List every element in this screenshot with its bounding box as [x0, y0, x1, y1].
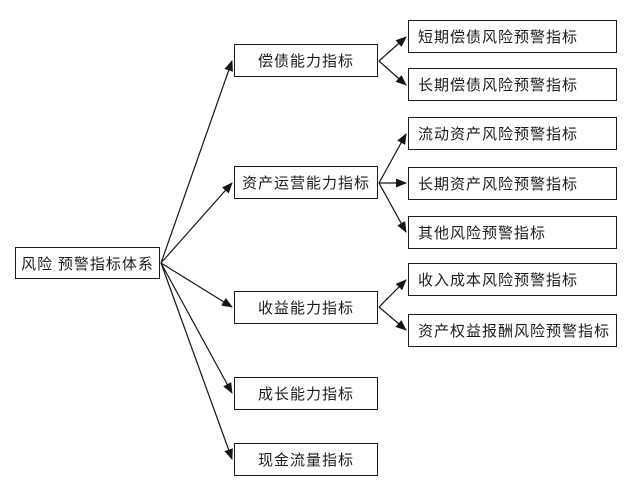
edge-root-cashflow: [160, 262, 233, 460]
node-long-term-solvency-warning: 长期偿债风险预警指标: [408, 68, 617, 101]
node-other-risk-warning: 其他风险预警指标: [408, 216, 617, 249]
edge-asset-other: [378, 182, 407, 233]
edge-profit-income: [378, 279, 407, 308]
node-income-cost-warning: 收入成本风险预警指标: [408, 263, 617, 296]
edge-root-growth: [160, 262, 233, 394]
edge-asset-current: [378, 133, 407, 184]
node-short-term-solvency-warning: 短期偿债风险预警指标: [408, 20, 617, 53]
node-profit-capability: 收益能力指标: [234, 291, 378, 324]
node-current-asset-warning: 流动资产风险预警指标: [408, 117, 617, 150]
edge-solvency-short: [378, 36, 407, 62]
node-long-term-asset-warning: 长期资产风险预警指标: [408, 167, 617, 200]
node-solvency-capability: 偿债能力指标: [234, 44, 378, 77]
node-cash-flow: 现金流量指标: [234, 443, 378, 476]
edge-profit-equity: [378, 306, 407, 331]
edge-root-asset: [160, 182, 233, 264]
node-risk-warning-system: 风险 预警指标体系: [15, 247, 160, 279]
node-asset-equity-return-warning: 资产权益报酬风险预警指标: [408, 314, 617, 347]
node-growth-capability: 成长能力指标: [234, 377, 378, 410]
node-asset-operation-capability: 资产运营能力指标: [234, 166, 378, 199]
edge-root-solvency: [160, 60, 233, 264]
edge-root-profit: [160, 262, 233, 308]
edge-solvency-long: [378, 60, 407, 86]
